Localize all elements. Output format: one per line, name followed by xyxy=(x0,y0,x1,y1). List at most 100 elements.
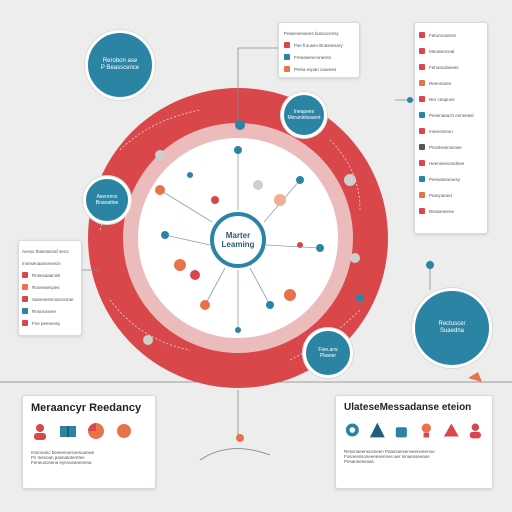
person-icon xyxy=(34,424,46,440)
right-card-row-text: Pnsshesinsnose xyxy=(429,144,462,150)
chart-icon xyxy=(284,54,290,60)
right-card-row: Fetunscaress xyxy=(419,27,483,43)
left-card-row-text: Fne peenessy xyxy=(32,320,61,326)
grid-icon xyxy=(419,96,425,102)
bottom-right-caption: Ressnaeensceneen Paassansenseenneenoe Fo… xyxy=(344,449,484,464)
inner-bubble-left-line-2: Bnanatine xyxy=(95,200,119,206)
arrow-icon xyxy=(419,192,425,198)
bottom-bubble[interactable]: Fiee.arw Pbaner xyxy=(303,328,353,378)
doc-icon xyxy=(419,112,425,118)
right-card-row-text: Imeeomeon xyxy=(429,128,453,134)
right-card-row-text: Peesasearuesy xyxy=(429,176,461,182)
bottom-right-icon-row xyxy=(344,421,484,439)
right-card-row: Imeeomeon xyxy=(419,123,483,139)
right-card[interactable]: Fetunscaress Meowenceal Fehoacdasees Ree… xyxy=(414,22,488,234)
orbit-nodes xyxy=(143,146,364,345)
box-icon xyxy=(419,176,425,182)
connector-node-upper-right xyxy=(407,97,413,103)
person-icon xyxy=(470,423,482,439)
top-left-bubble[interactable]: Rerobon ase P Beasscence xyxy=(85,30,155,100)
book-icon xyxy=(60,426,76,437)
bottom-bubble-line-1: Fiee.arw xyxy=(318,347,338,353)
bottom-right-panel[interactable]: UlateseMessadanse eteion Ressnaeenscenee… xyxy=(335,395,493,489)
inner-bubble-left-line-1: Aserenvs xyxy=(96,194,118,200)
bottom-left-panel[interactable]: Meraancyr Reedancy Imsonaec beseenoesoes… xyxy=(22,395,156,489)
right-card-row: Peesasearuesy xyxy=(419,171,483,187)
right-card-row-text: Bnssaneene xyxy=(429,208,455,214)
connector-node-top xyxy=(235,120,245,130)
right-card-row: Bnssaneene xyxy=(419,203,483,219)
chart-icon xyxy=(22,284,28,290)
right-card-row: Heenseeonsdnee xyxy=(419,155,483,171)
top-left-bubble-line-2: P Beasscence xyxy=(100,65,140,71)
warning-icon xyxy=(369,422,385,438)
connector-node-bottom xyxy=(236,434,244,442)
left-card-row-text: Aesso thaessenaf seco xyxy=(22,248,69,254)
bottom-left-caption-line: Imsonaec beseenoesoesuanwe xyxy=(31,450,95,455)
top-center-card[interactable]: Peasesenanes bossocensy Pse frousen Bnas… xyxy=(278,22,360,78)
inner-bubble-top[interactable]: Ineapees Meranlekeaent xyxy=(281,92,327,138)
doc-icon xyxy=(284,42,290,48)
right-card-row: Meowenceal xyxy=(419,43,483,59)
top-card-row-text: Pse frousen Bnassesory xyxy=(294,42,343,48)
right-card-row: Ner ceapune xyxy=(419,91,483,107)
top-card-row: Freeasereconessn xyxy=(284,51,354,63)
left-card-row-text: Rnsesaaaniinl xyxy=(32,272,61,278)
orange-marker xyxy=(468,372,482,382)
doc-icon xyxy=(419,208,425,214)
left-card-row-text: Saeeneesnosnonrae xyxy=(32,296,74,302)
connector-node-right xyxy=(426,261,434,269)
chart-icon xyxy=(419,144,425,150)
head-icon xyxy=(117,424,131,438)
bottom-right-panel-title: UlateseMessadanse eteion xyxy=(344,402,472,413)
bottom-left-caption-line: Ps Inesoan pasnatotenrtes xyxy=(31,455,85,460)
right-card-row-text: Heenseeonsdnee xyxy=(429,160,465,166)
right-card-row: Pnsshesinsnose xyxy=(419,139,483,155)
person-icon xyxy=(419,80,425,86)
bag-icon xyxy=(396,427,408,438)
left-card-row: Saeeneesnosnonrae xyxy=(22,293,78,305)
box-icon xyxy=(22,272,28,278)
top-card-row-text: Peasesenanes bossocensy xyxy=(284,30,339,36)
hub-title: Marter Leaming xyxy=(221,231,255,249)
inner-bubble-left[interactable]: Aserenvs Bnanatine xyxy=(83,176,131,224)
left-card-row: Aesso thaessenaf seco xyxy=(22,245,78,257)
doc-icon xyxy=(22,296,28,302)
right-card-row-text: Fehoacdasees xyxy=(429,64,459,70)
arrow-icon xyxy=(419,64,425,70)
left-card-row-text: Rosneaecpes xyxy=(32,284,60,290)
top-card-row: Pse frousen Bnassesory xyxy=(284,39,354,51)
bottom-left-caption-line: Feneusosena eyesoeanenena xyxy=(31,460,92,465)
bottom-right-caption-line: Ressnaeensceneen Paassansenseenneenoe xyxy=(344,449,435,454)
pie-chart-icon xyxy=(88,423,104,439)
bulb-icon xyxy=(421,423,431,438)
center-hub[interactable]: Marter Leaming xyxy=(210,212,266,268)
left-card-row: Insnsenaansenecin xyxy=(22,257,78,269)
right-card-row-text: Peacpaoed xyxy=(429,192,452,198)
left-card[interactable]: Aesso thaessenaf seco Insnsenaansenecin … xyxy=(18,240,82,336)
left-card-row: Rosneaecpes xyxy=(22,281,78,293)
left-card-row: Rnsesaaaniinl xyxy=(22,269,78,281)
right-card-row-text: Fetunscaress xyxy=(429,32,457,38)
right-bubble-line-1: Rectuscer xyxy=(438,321,466,327)
box-icon xyxy=(419,48,425,54)
right-card-row-text: Pesenaauch enneeasl xyxy=(429,112,474,118)
bottom-right-caption-line: Fosnesssoneeeesennes aer Isnaesseeane xyxy=(344,454,430,459)
left-card-row-text: Insnsenaansenecin xyxy=(22,260,61,266)
bottom-left-caption: Imsonaec beseenoesoesuanwe Ps Inesoan pa… xyxy=(31,450,147,465)
right-bubble[interactable]: Rectuscer Suaedna xyxy=(412,288,492,368)
right-card-row-text: Reeonaren xyxy=(429,80,452,86)
bottom-bubble-line-2: Pbaner xyxy=(319,353,337,359)
top-card-row: Pelsa ecpan ouarees xyxy=(284,63,354,75)
chart-icon xyxy=(419,32,425,38)
person-icon xyxy=(22,308,28,314)
user-icon xyxy=(419,160,425,166)
left-card-row: Fne peenessy xyxy=(22,317,78,329)
right-card-row-text: Ner ceapune xyxy=(429,96,455,102)
grid-icon xyxy=(22,320,28,326)
bottom-left-panel-title: Meraancyr Reedancy xyxy=(31,402,142,414)
top-card-row-text: Freeasereconessn xyxy=(294,54,332,60)
bottom-left-icon-row xyxy=(31,422,147,440)
pie-icon xyxy=(419,128,425,134)
right-card-row: Reeonaren xyxy=(419,75,483,91)
